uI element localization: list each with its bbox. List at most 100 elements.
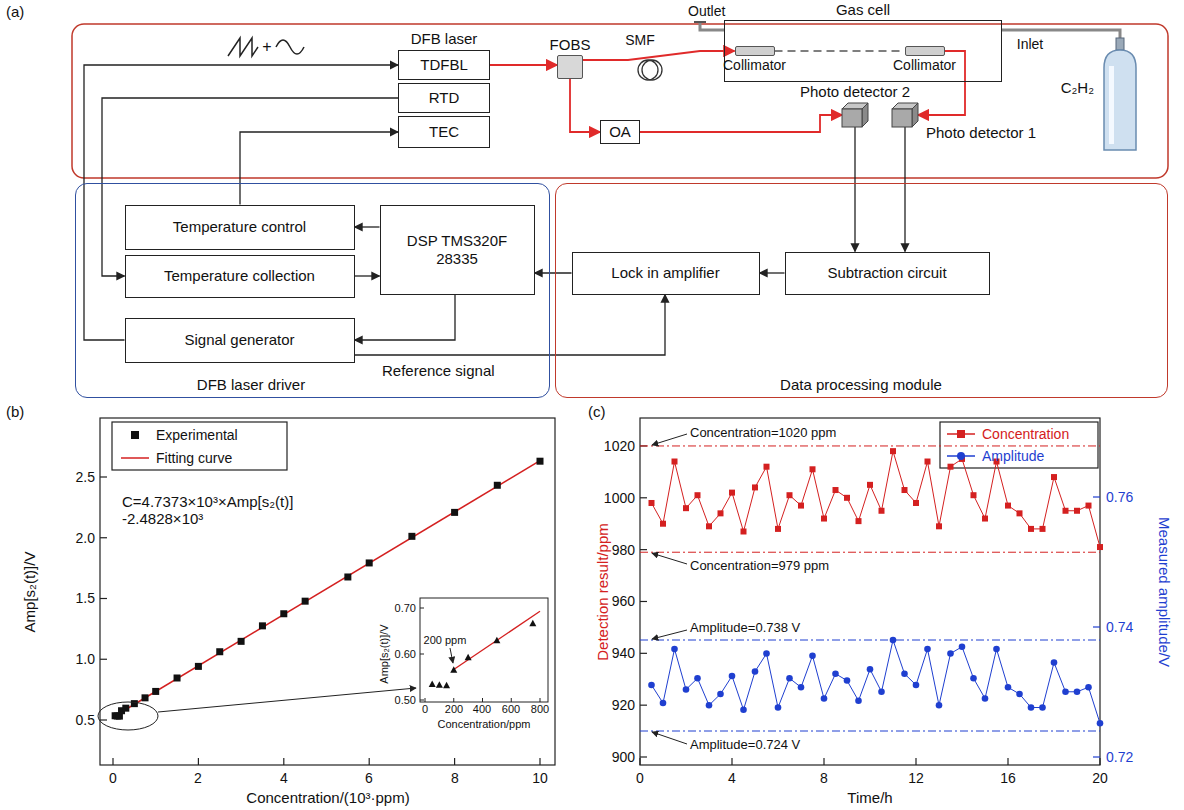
signal-wire: [102, 98, 398, 276]
data-point: [1097, 544, 1103, 550]
text-label: Time/h: [847, 789, 892, 806]
data-point: [959, 643, 966, 650]
cube-front: [892, 109, 912, 127]
photo-detector: Photo detector 2: [842, 103, 868, 127]
text-label: 0.74: [1106, 619, 1133, 635]
data-point: [867, 482, 873, 488]
data-point: [465, 654, 472, 661]
text-label: 0.70: [395, 602, 416, 615]
legend-sample: [120, 429, 150, 441]
legend-item: Concentration: [946, 426, 1069, 442]
optical-fiber: [490, 64, 557, 66]
tick-mark: [420, 654, 424, 655]
data-point: [537, 458, 544, 465]
text-label: 2.5: [76, 469, 95, 485]
tick-mark: [1093, 626, 1100, 627]
data-point: [1062, 688, 1069, 695]
text-label: C=4.7373×10³×Amp[s₂(t)] -2.4828×10³: [122, 493, 322, 528]
processing-region: Data processing moduleLock in amplifierS…: [555, 183, 1168, 398]
data-point: [451, 509, 458, 516]
tick-mark: [640, 549, 647, 550]
legend-text: Amplitude: [982, 448, 1044, 464]
text-label: 0.50: [395, 694, 416, 707]
signal-wire: [84, 65, 398, 340]
text-label: Outlet: [688, 3, 725, 19]
text-label: +: [262, 38, 271, 56]
data-point: [752, 484, 758, 490]
axis-title: Measured amplitude/V: [1155, 517, 1172, 667]
node-label: DFB laser: [411, 30, 478, 47]
data-point: [683, 686, 690, 693]
data-point: [798, 684, 805, 691]
data-point: [1085, 684, 1092, 691]
tick-mark: [420, 608, 424, 609]
signal-wire: [355, 226, 380, 227]
data-point: [1005, 503, 1011, 509]
text-label: Amplitude=0.738 V: [690, 621, 800, 636]
data-point: [970, 675, 977, 682]
node-label: Collimator: [893, 57, 956, 73]
tick-mark: [640, 497, 647, 498]
data-point: [408, 533, 415, 540]
leader-arrow: [652, 553, 687, 564]
text-label: 4: [728, 770, 736, 786]
edge-label: Reference signal: [380, 362, 497, 379]
node-label: OA: [609, 123, 631, 140]
text-label: 10: [532, 770, 548, 786]
node-label: C₂H₂: [1061, 79, 1094, 96]
text-label: Concentration/(10³·ppm): [246, 789, 409, 806]
text-label: 1020: [604, 438, 635, 454]
tick-mark: [100, 537, 107, 538]
tick-mark: [283, 758, 284, 765]
process-box: Signal generator: [125, 318, 355, 363]
data-point: [302, 598, 309, 605]
tick-mark: [823, 758, 824, 765]
text-label: Concentration=1020 ppm: [690, 426, 836, 441]
legend-item: Fitting curve: [120, 450, 232, 466]
gas-cylinder: C₂H₂: [1100, 38, 1140, 152]
axis-title: Amp[s₂(t)]/V: [21, 552, 38, 633]
text-label: Inlet: [1017, 36, 1043, 52]
tick-mark: [453, 698, 454, 702]
optical-section-frame: [72, 24, 1168, 178]
data-point: [844, 495, 850, 501]
tick-mark: [100, 719, 107, 720]
data-point: [775, 526, 781, 532]
text-label: 940: [612, 645, 635, 661]
outlet-pipe: [700, 22, 724, 30]
data-point: [786, 675, 793, 682]
signal-wire: [904, 127, 905, 252]
data-point: [494, 482, 501, 489]
text-label: 800: [531, 703, 549, 716]
text-label: (c): [588, 403, 606, 420]
cylinder-body: [1104, 50, 1136, 150]
data-point: [833, 487, 839, 493]
data-point: [344, 573, 351, 580]
node-label: Signal generator: [184, 331, 294, 348]
leader-arrow: [652, 434, 687, 445]
text-label: 900: [612, 749, 635, 765]
tick-mark: [640, 756, 647, 757]
data-point: [660, 521, 666, 527]
text-label: (a): [6, 3, 24, 20]
axis-title: Detection result/ppm: [594, 523, 611, 661]
node-label: Photo detector 1: [926, 124, 1036, 141]
leader-arrow: [652, 732, 687, 744]
data-point: [1086, 503, 1092, 509]
cylinder-shine: [1109, 66, 1114, 144]
text-label: 2: [194, 770, 202, 786]
laser-part-box: RTD: [398, 83, 490, 113]
data-point: [936, 523, 942, 529]
text-label: 0: [422, 703, 428, 716]
data-point: [901, 670, 908, 677]
beam-splitter: FOBS: [557, 55, 583, 79]
legend-sample: [946, 450, 976, 462]
data-point: [1051, 474, 1057, 480]
data-point: [174, 674, 181, 681]
data-point: [741, 528, 747, 534]
process-box: Subtraction circuit: [785, 252, 990, 295]
legend-frame: [940, 422, 1098, 468]
data-point: [706, 702, 713, 709]
laser-module: DFB laserTDFBLRTDTEC: [398, 50, 490, 148]
data-point: [729, 490, 735, 496]
